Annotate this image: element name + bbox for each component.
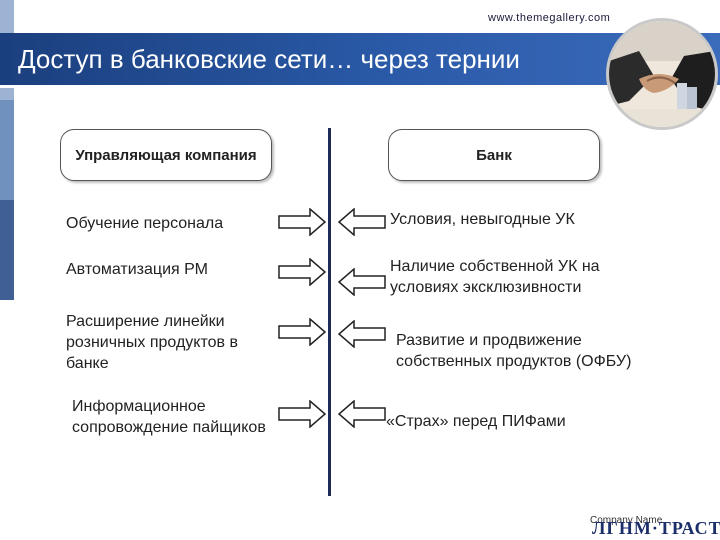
company-logo: ЛГНМ·ТРАСТ [592,518,720,538]
bank-box: Банк [388,129,600,181]
title-underline [0,85,720,88]
side-stripe-dark [0,200,14,300]
arrow-right-icon [278,400,326,428]
managing-company-box: Управляющая компания [60,129,272,181]
arrow-right-icon [278,318,326,346]
handshake-photo [606,18,718,130]
side-stripe-mid [0,100,14,200]
company-name: Company Name [590,515,663,526]
left-item-2: Автоматизация РМ [66,261,208,278]
arrow-left-icon [338,268,386,296]
arrow-left-icon [338,400,386,428]
center-divider [328,128,331,496]
left-item-4: Информационное сопровождение пайщиков [72,398,266,436]
site-url[interactable]: www.themegallery.com [488,12,611,24]
left-item-1: Обучение персонала [66,215,224,232]
left-item-3: Расширение линейки розничных продуктов в… [66,313,238,372]
right-item-3: Развитие и продвижение собственных проду… [396,332,632,370]
arrow-left-icon [338,320,386,348]
right-item-2: Наличие собственной УК на условиях экскл… [390,258,600,296]
arrow-left-icon [338,208,386,236]
right-item-4: «Страх» перед ПИФами [386,413,566,430]
arrow-right-icon [278,208,326,236]
title-band [0,33,720,85]
arrow-right-icon [278,258,326,286]
right-item-1: Условия, невыгодные УК [390,211,575,228]
slide-title: Доступ в банковские сети… через тернии [18,44,520,74]
